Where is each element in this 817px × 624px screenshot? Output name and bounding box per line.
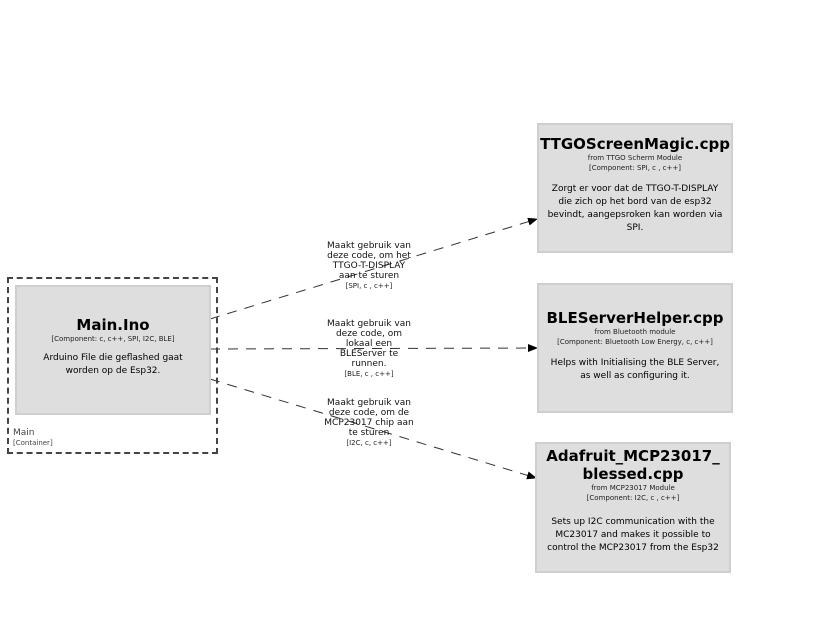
node-ttgo-screen-magic[interactable]: TTGOScreenMagic.cpp from TTGO Scherm Mod… bbox=[537, 123, 733, 253]
node-title: TTGOScreenMagic.cpp bbox=[540, 135, 730, 153]
node-technology: [Component: Bluetooth Low Energy, c, c++… bbox=[557, 338, 713, 346]
edge-technology: [BLE, c , c++] bbox=[344, 370, 394, 378]
node-source: from TTGO Scherm Module bbox=[587, 154, 683, 162]
edge-technology: [I2C, c, c++] bbox=[346, 439, 392, 447]
container-label: Main [Container] bbox=[13, 429, 53, 447]
node-title: BLEServerHelper.cpp bbox=[546, 309, 724, 327]
container-name: Main bbox=[13, 428, 35, 438]
edge-technology: [SPI, c , c++] bbox=[345, 282, 393, 290]
edge-main-to-mcp bbox=[209, 378, 537, 480]
node-main-ino[interactable]: Main.Ino [Component: c, c++, SPI, I2C, B… bbox=[15, 285, 211, 415]
node-source: from Bluetooth module bbox=[594, 328, 676, 336]
node-description: Sets up I2C communication with the MC230… bbox=[547, 517, 719, 553]
node-adafruit-mcp23017[interactable]: Adafruit_MCP23017_blessed.cpp from MCP23… bbox=[535, 442, 731, 573]
node-technology: [Component: I2C, c , c++] bbox=[586, 494, 680, 502]
edge-main-to-ttgo bbox=[209, 217, 538, 320]
edge-label-to-ttgo: Maakt gebruik van deze code, om het TTGO… bbox=[327, 241, 411, 291]
edge-description: Maakt gebruik van deze code, om het TTGO… bbox=[327, 241, 411, 281]
node-technology: [Component: SPI, c , c++] bbox=[589, 164, 681, 172]
node-ble-server-helper[interactable]: BLEServerHelper.cpp from Bluetooth modul… bbox=[537, 283, 733, 413]
container-type: [Container] bbox=[13, 439, 53, 447]
container-boundary bbox=[7, 277, 218, 454]
edge-label-to-mcp: Maakt gebruik van deze code, om de MCP23… bbox=[319, 398, 419, 448]
node-title: Adafruit_MCP23017_blessed.cpp bbox=[546, 447, 720, 483]
node-title: Main.Ino bbox=[76, 316, 150, 334]
edge-description: Maakt gebruik van deze code, om de MCP23… bbox=[324, 398, 414, 438]
node-technology: [Component: c, c++, SPI, I2C, BLE] bbox=[51, 335, 175, 343]
edge-main-to-ble bbox=[209, 344, 538, 353]
edge-description: Maakt gebruik van deze code, om lokaal e… bbox=[327, 319, 411, 369]
node-description: Zorgt er voor dat de TTGO-T-DISPLAY die … bbox=[547, 184, 723, 233]
edge-label-to-ble: Maakt gebruik van deze code, om lokaal e… bbox=[327, 319, 411, 379]
node-description: Helps with Initialising the BLE Server, … bbox=[550, 358, 720, 381]
node-description: Arduino File die geflashed gaat worden o… bbox=[43, 353, 183, 376]
node-source: from MCP23017 Module bbox=[591, 484, 675, 492]
